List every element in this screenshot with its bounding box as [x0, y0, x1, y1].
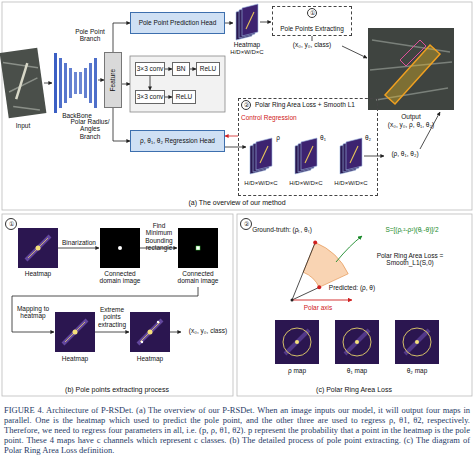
node-text: Polar Ring Area Loss + Smooth L1: [255, 101, 355, 108]
image-label: Connected domain image: [95, 270, 145, 285]
step-circle: ①: [5, 218, 17, 230]
extracting-box: Pole Points Extracting ①: [272, 6, 352, 36]
output-label: (x₀, y₀, class): [284, 41, 340, 48]
feature-box: Feature: [104, 52, 122, 108]
relu-box: ReLU: [172, 90, 196, 104]
subfigure-caption: (c) Polar Ring Area Loss: [254, 386, 454, 394]
step-label: Mapping to heatmap: [14, 305, 52, 320]
node-text: 3×3 conv: [137, 65, 164, 72]
edge-label: Control Regression: [241, 114, 297, 121]
node-text: ρ, θ₁, θ₂ Regression Head: [140, 137, 215, 144]
point-label: Predicted: (ρ, θ): [321, 284, 383, 291]
branch-label: Pole Point Branch: [72, 28, 108, 43]
map-label: θ₁ map: [337, 367, 377, 374]
step-label: Find Minimum Bounding rectangle: [140, 222, 178, 252]
node-text: ReLU: [176, 93, 193, 100]
map-label: ρ map: [277, 367, 317, 374]
step-label: Binarization: [59, 239, 99, 246]
connector-arrow: [113, 108, 130, 141]
point-label: Ground-truth: (ρₜ, θₜ): [247, 226, 317, 233]
connector-arrow: [165, 97, 172, 98]
image-label: Heatmap: [18, 270, 58, 277]
node-text: ①: [310, 10, 315, 17]
bn-box: BN: [172, 62, 190, 76]
size-label: H/D×W/D×C: [329, 180, 373, 187]
connector-arrow: [113, 23, 130, 52]
map-symbol: ρ: [273, 134, 283, 141]
map-symbol: θ₂: [362, 134, 374, 141]
conv-box: 3×3 conv: [135, 90, 165, 104]
axis-label: Polar axis: [298, 304, 338, 311]
node-text: ②: [244, 102, 249, 109]
regression-head-box: ρ, θ₁, θ₂ Regression Head: [130, 130, 225, 152]
step-circle: ②: [240, 218, 252, 230]
map-label: Heatmap: [227, 41, 267, 48]
node-text: BN: [176, 65, 185, 72]
step-circle: ①: [307, 8, 317, 18]
branch-label: Polar Radius/ Angles Branch: [70, 118, 110, 140]
output-label: (x₀, y₀, class): [184, 327, 232, 334]
prediction-head-box: Pole Point Prediction Head: [130, 12, 225, 34]
node-text: ①: [9, 221, 14, 228]
subfigure-caption: (b) Pole points extracting process: [17, 386, 217, 394]
step-label: Extreme points extracting: [95, 306, 129, 328]
formula: S=[(ρₜ²-ρ²)(θₜ-θ)]/2: [357, 226, 467, 233]
node-text: ReLU: [200, 65, 217, 72]
subfigure-caption: (a) The overview of our method: [137, 199, 337, 207]
size-label: H/D×W/D×C: [284, 180, 328, 187]
connector-arrow: [190, 69, 196, 70]
output-label: (x₀, y₀, ρ, θ₁, θ₂): [376, 121, 446, 128]
node-text: Pole Points Extracting: [280, 25, 344, 32]
size-label: H/D×W/D×C: [225, 49, 269, 56]
node-text: 3×3 conv: [137, 93, 164, 100]
connector-arrow: [225, 136, 238, 137]
node-text: Feature: [109, 69, 116, 91]
figure-caption: FIGURE 4. Architecture of P-RSDet. (a) T…: [4, 405, 470, 455]
connector-arrow: [165, 69, 172, 70]
image-label: Output: [391, 113, 431, 120]
node-text: ②: [244, 221, 249, 228]
map-label: θ₂ map: [397, 367, 437, 374]
output-label: (ρ, θ₁, θ₂): [384, 150, 426, 157]
image-label: Heatmap: [130, 355, 170, 362]
node-text: Pole Point Prediction Head: [139, 19, 217, 26]
conv-box: 3×3 conv: [135, 62, 165, 76]
step-circle: ②: [241, 100, 251, 110]
size-label: H/D×W/D×C: [239, 180, 283, 187]
image-label: Heatmap: [55, 355, 95, 362]
map-symbol: θ₁: [317, 134, 329, 141]
relu-box: ReLU: [196, 62, 220, 76]
image-label: Connected domain image: [173, 270, 223, 285]
formula: Polar Ring Area Loss = Smooth_L1(S,0): [354, 252, 466, 267]
image-label: Input: [8, 122, 38, 129]
